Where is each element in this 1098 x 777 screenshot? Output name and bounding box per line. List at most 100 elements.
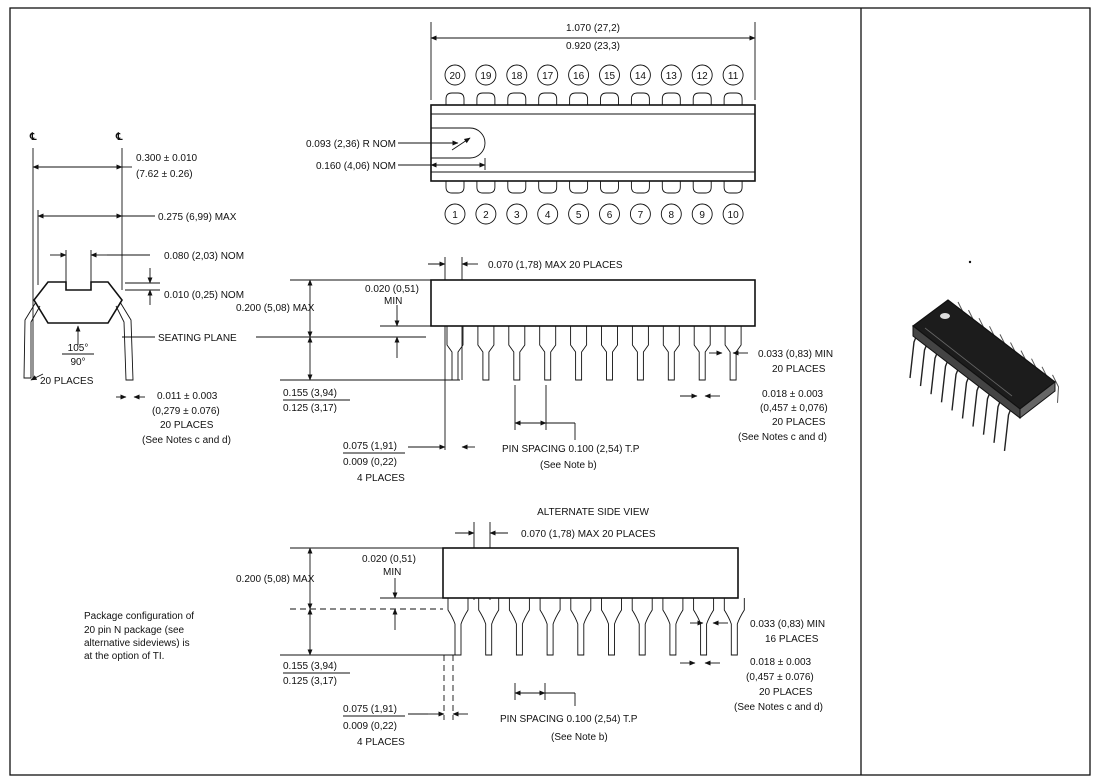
pin-tab <box>692 92 712 105</box>
pin-number: 15 <box>604 71 616 82</box>
pin-number-circle <box>568 203 590 225</box>
pin-number: 14 <box>635 71 647 82</box>
pin-tab <box>600 181 619 194</box>
pin-number: 9 <box>699 210 705 221</box>
pin-number: 19 <box>480 71 492 82</box>
end-view: ℄ ℄ 0.300 ± 0.010 (7.62 ± 0.26) 0.275 (6… <box>23 132 426 446</box>
pin-tab <box>661 92 681 105</box>
alt-end-lead-places: 4 PLACES <box>357 737 405 748</box>
pin-number: 6 <box>607 210 613 221</box>
pin-tab <box>630 181 650 194</box>
side-lead-width-top: 0.070 (1,78) MAX 20 PLACES <box>488 260 623 271</box>
pin-number: 5 <box>576 210 582 221</box>
end-view-lead-right <box>115 301 134 381</box>
row-spacing-nominal: 0.300 ± 0.010 <box>136 153 198 164</box>
pin-number-circle <box>691 203 713 225</box>
alt-side-view-body <box>442 547 739 599</box>
side-lead-length-max: 0.155 (3,94) <box>283 388 337 399</box>
pin-number-circle <box>537 64 559 86</box>
side-body-height: 0.200 (5,08) MAX <box>236 303 315 314</box>
body-width-label: 0.275 (6,99) MAX <box>158 212 237 223</box>
side-pin-spacing: PIN SPACING 0.100 (2,54) T.P <box>502 444 640 455</box>
side-lead-shoulder: 0.033 (0,83) MIN <box>758 349 833 360</box>
pin-tab <box>445 92 465 105</box>
alt-side-lead <box>508 598 530 656</box>
side-standoff-min: MIN <box>384 296 402 307</box>
alt-side-lead <box>723 598 745 656</box>
pin-number: 4 <box>545 210 551 221</box>
side-lead <box>662 326 680 381</box>
package-body-top <box>430 104 756 182</box>
notch-depth-label: 0.160 (4,06) NOM <box>316 161 396 172</box>
pin-number-circle <box>660 64 682 86</box>
note-line-1: Package configuration of <box>84 611 194 622</box>
alt-side-lead <box>539 598 561 656</box>
pin1-notch <box>431 127 486 159</box>
alt-side-view-leads <box>447 598 745 656</box>
alt-lead-width-metric: (0,457 ± 0.076) <box>746 672 814 683</box>
alt-side-lead <box>662 598 684 656</box>
iso-lead-back <box>1052 374 1060 403</box>
pin-number-circle <box>475 203 497 225</box>
pin-number-circle <box>444 203 466 225</box>
sheet-border <box>9 7 1091 776</box>
pin-tab <box>507 181 527 194</box>
lead-thickness-notes: (See Notes c and d) <box>142 435 231 446</box>
pin-tab <box>630 92 650 105</box>
alt-lead-length-min: 0.125 (3,17) <box>283 676 337 687</box>
pin-number-circle <box>629 64 651 86</box>
pin-number: 1 <box>452 210 458 221</box>
side-lead-width-places: 20 PLACES <box>772 417 826 428</box>
overall-length-max: 1.070 (27,2) <box>566 23 620 34</box>
pin-number-circle <box>568 64 590 86</box>
side-lead-width-metric: (0,457 ± 0,076) <box>760 403 828 414</box>
side-lead <box>693 326 711 381</box>
alt-lead-width-top: 0.070 (1,78) MAX 20 PLACES <box>521 529 656 540</box>
alt-lead-width-nominal: 0.018 ± 0.003 <box>750 657 812 668</box>
pin-number-circle <box>444 64 466 86</box>
alt-end-lead-min: 0.009 (0,22) <box>343 721 397 732</box>
side-lead <box>446 326 464 381</box>
pin-number: 10 <box>728 210 740 221</box>
pin-tabs <box>445 92 743 194</box>
side-lead <box>724 326 742 381</box>
end-view-body <box>33 281 123 324</box>
pin-number-circle <box>599 203 620 225</box>
pin-tab <box>569 181 589 194</box>
pin-tab <box>476 181 496 194</box>
end-view-lead-left <box>23 301 41 379</box>
pin-number: 17 <box>542 71 554 82</box>
note-line-4: at the option of TI. <box>84 651 164 662</box>
pin-number-circle <box>660 203 682 225</box>
pin-number: 7 <box>638 210 644 221</box>
alt-side-lead <box>693 598 715 656</box>
overall-length-min: 0.920 (23,3) <box>566 41 620 52</box>
alt-pin-spacing: PIN SPACING 0.100 (2,54) T.P <box>500 714 638 725</box>
alt-lead-shoulder: 0.033 (0,83) MIN <box>750 619 825 630</box>
alt-end-lead-max: 0.075 (1,91) <box>343 704 397 715</box>
pin-tab <box>692 181 712 194</box>
pin-tab <box>476 92 496 105</box>
pin-number: 18 <box>511 71 523 82</box>
pin-tab <box>600 92 619 105</box>
top-feature-label: 0.080 (2,03) NOM <box>164 251 244 262</box>
pin-number-circle <box>629 203 651 225</box>
side-lead <box>570 326 588 381</box>
side-lead-shoulder-places: 20 PLACES <box>772 364 826 375</box>
pin-number-circle <box>537 203 559 225</box>
seating-plane-label: SEATING PLANE <box>158 333 237 344</box>
pin-number: 3 <box>514 210 520 221</box>
pin-number-circle <box>722 64 744 86</box>
pin-tab <box>661 181 681 194</box>
row-spacing-metric: (7.62 ± 0.26) <box>136 169 193 180</box>
pin-tab <box>723 181 743 194</box>
pin-tab <box>723 92 743 105</box>
alt-side-lead <box>631 598 653 656</box>
alt-lead-length-max: 0.155 (3,94) <box>283 661 337 672</box>
lead-thickness-places: 20 PLACES <box>160 420 214 431</box>
side-end-lead-places: 4 PLACES <box>357 473 405 484</box>
pin-number: 8 <box>669 210 675 221</box>
pin-number: 16 <box>573 71 585 82</box>
